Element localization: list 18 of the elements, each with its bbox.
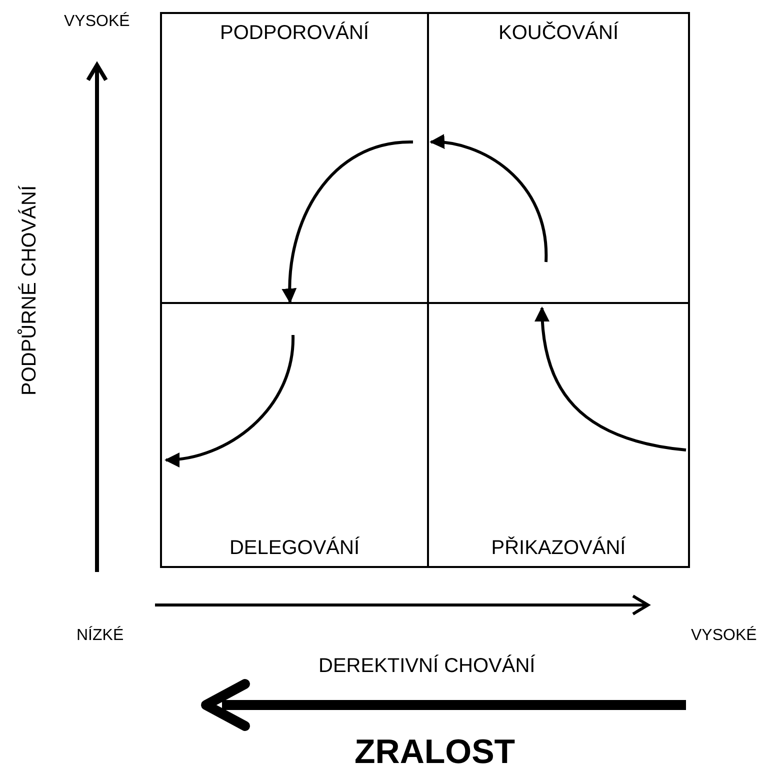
curved-arrow: [282, 140, 414, 304]
axis-label: VYSOKÉ: [64, 13, 130, 31]
curved-arrow: [535, 306, 686, 452]
quadrant: [160, 302, 429, 568]
axis-label: VYSOKÉ: [691, 627, 757, 645]
axis-label: DEREKTIVNÍ CHOVÁNÍ: [318, 654, 536, 678]
axis-title: PODPŮRNÉ CHOVÁNÍ: [18, 184, 42, 396]
curved-arrow: [430, 134, 548, 262]
curved-arrow: [164, 334, 294, 467]
quadrant-label: PODPOROVÁNÍ: [220, 22, 369, 45]
heading: ZRALOST: [354, 732, 516, 769]
axis-label: NÍZKÉ: [76, 627, 124, 645]
quadrant: [427, 302, 690, 568]
quadrant-label: KOUČOVÁNÍ: [498, 22, 619, 45]
quadrant: [427, 12, 690, 304]
quadrant-label: DELEGOVÁNÍ: [229, 537, 360, 560]
quadrant: [160, 12, 429, 304]
quadrant-label: PŘIKAZOVÁNÍ: [491, 537, 626, 560]
